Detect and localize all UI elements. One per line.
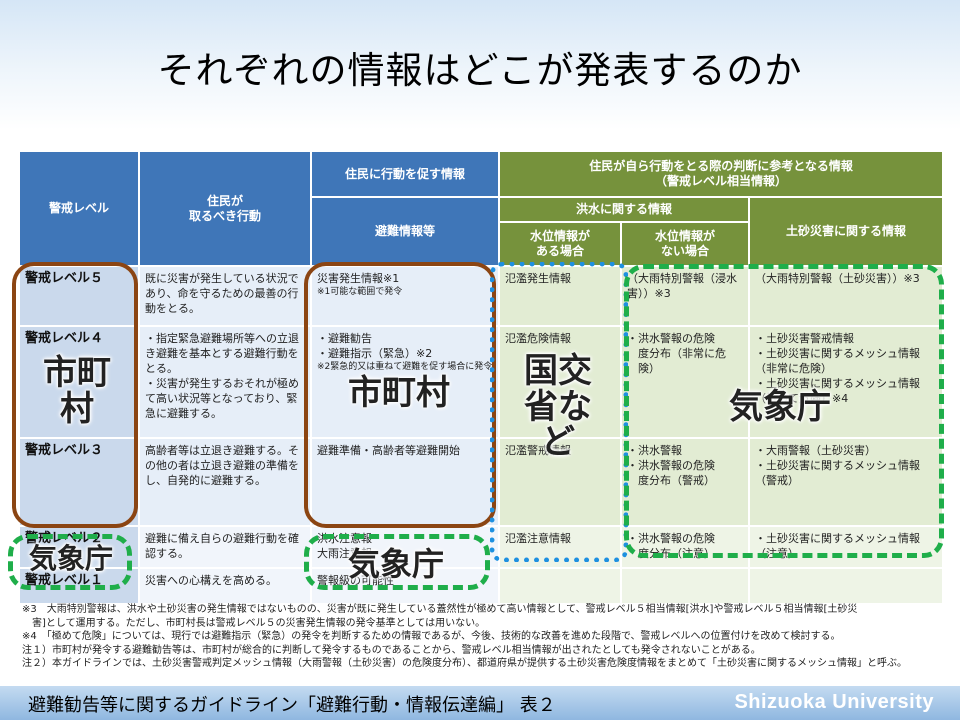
header-flood-info: 洪水に関する情報 [498,196,750,223]
evac-note: ※1可能な範囲で発令 [317,287,403,297]
footnote-line: ※3 大雨特別警報は、洪水や土砂災害の発生情報ではないものの、災害が既に発生して… [22,604,858,615]
water-yes-cell: 氾濫発生情報 [498,265,622,327]
header-water-level-available: 水位情報が ある場合 [498,221,622,267]
label-jma-center: 気象庁 [347,545,444,583]
landslide-cell: ・大雨警報（土砂災害） ・土砂災害に関するメッシュ情報（警戒） [747,437,945,527]
water-no-cell: ・洪水警報の危険 度分布（非常に危 険） [620,325,750,439]
header-landslide-info: 土砂災害に関する情報 [747,196,945,267]
alert-level-table: 警戒レベル 住民が 取るべき行動 住民に行動を促す情報 住民が自ら行動をとる際の… [18,150,945,605]
landslide-cell: ・土砂災害に関するメッシュ情報（注意） [747,525,945,569]
footnote-line: 注２）本ガイドラインでは、土砂災害警戒判定メッシュ情報（大雨警報（土砂災害）の危… [22,658,907,669]
action-cell: 高齢者等は立退き避難する。その他の者は立退き避難の準備をし、自発的に避難する。 [138,437,312,527]
label-jma-right: 気象庁 [729,387,831,427]
footer-bar: 避難勧告等に関するガイドライン「避難行動・情報伝達編」 表２ Shizuoka … [0,686,960,720]
footer-brand: Shizuoka University [734,691,934,713]
action-cell: ・指定緊急避難場所等への立退き避難を基本とする避難行動をとる。 ・災害が発生する… [138,325,312,439]
water-no-cell: ・洪水警報 ・洪水警報の危険 度分布（警戒） [620,437,750,527]
water-no-cell: ・洪水警報の危険 度分布（注意） [620,525,750,569]
label-city-left: 市町 村 [43,353,111,429]
action-cell: 災害への心構えを高める。 [138,567,312,605]
landslide-cell [747,567,945,605]
header-alert-level: 警戒レベル [18,150,140,267]
footer-citation: 避難勧告等に関するガイドライン「避難行動・情報伝達編」 表２ [28,695,556,716]
landslide-cell: ・土砂災害警戒情報 ・土砂災害に関するメッシュ情報（非常に危険） ・土砂災害に関… [747,325,945,439]
level-cell: 警戒レベル３ [18,437,140,527]
level-cell: 警戒レベル５ [18,265,140,327]
header-water-level-unavailable: 水位情報が ない場合 [620,221,750,267]
header-evacuation-info: 避難情報等 [310,196,500,267]
water-yes-cell: 氾濫警戒情報 [498,437,622,527]
footnotes: ※3 大雨特別警報は、洪水や土砂災害の発生情報ではないものの、災害が既に発生して… [22,603,942,671]
label-mlit: 国交 省な ど [524,351,592,463]
header-urge-action-info: 住民に行動を促す情報 [310,150,500,198]
water-no-cell [620,567,750,605]
water-no-cell: （大雨特別警報（浸水害））※3 [620,265,750,327]
label-jma-left: 気象庁 [28,542,113,575]
table-row: 警戒レベル２ 避難に備え自らの避難行動を確認する。 洪水注意報 大雨注意報 氾濫… [18,525,945,569]
header-reference-info: 住民が自ら行動をとる際の判断に参考となる情報 （警戒レベル相当情報） [497,150,945,198]
table-row: 警戒レベル４ ・指定緊急避難場所等への立退き避難を基本とする避難行動をとる。 ・… [18,325,945,439]
table-row: 警戒レベル３ 高齢者等は立退き避難する。その他の者は立退き避難の準備をし、自発的… [18,437,945,527]
evac-cell: ・避難勧告 ・避難指示（緊急）※2 [317,332,433,360]
water-yes-cell: 氾濫注意情報 [498,525,622,569]
evac-note: ※2緊急的又は重ねて避難を促す場合に発令 [317,362,493,372]
table-row: 警戒レベル５ 既に災害が発生している状況であり、命を守るための最善の行動をとる。… [18,265,945,327]
landslide-cell: （大雨特別警報（土砂災害））※3 [747,265,945,327]
evac-cell: 災害発生情報※1 [317,272,400,285]
water-yes-cell [498,567,622,605]
header-resident-action: 住民が 取るべき行動 [138,150,312,267]
water-yes-cell: 氾濫危険情報 [498,325,622,439]
action-cell: 既に災害が発生している状況であり、命を守るための最善の行動をとる。 [138,265,312,327]
evac-cell: 避難準備・高齢者等避難開始 [310,437,500,527]
label-city-center: 市町村 [348,373,450,413]
footnote-line: ※4 「極めて危険」については、現行では避難指示（緊急）の発令を判断するための情… [22,631,841,642]
action-cell: 避難に備え自らの避難行動を確認する。 [138,525,312,569]
footnote-line: 害]として運用する。ただし、市町村長は警戒レベル５の災害発生情報の発令基準として… [22,617,486,629]
level-cell: 警戒レベル４ [18,325,140,439]
footnote-line: 注１）市町村が発令する避難勧告等は、市町村が総合的に判断して発令するものであるこ… [22,644,761,656]
slide-title: それぞれの情報はどこが発表するのか [157,49,803,92]
